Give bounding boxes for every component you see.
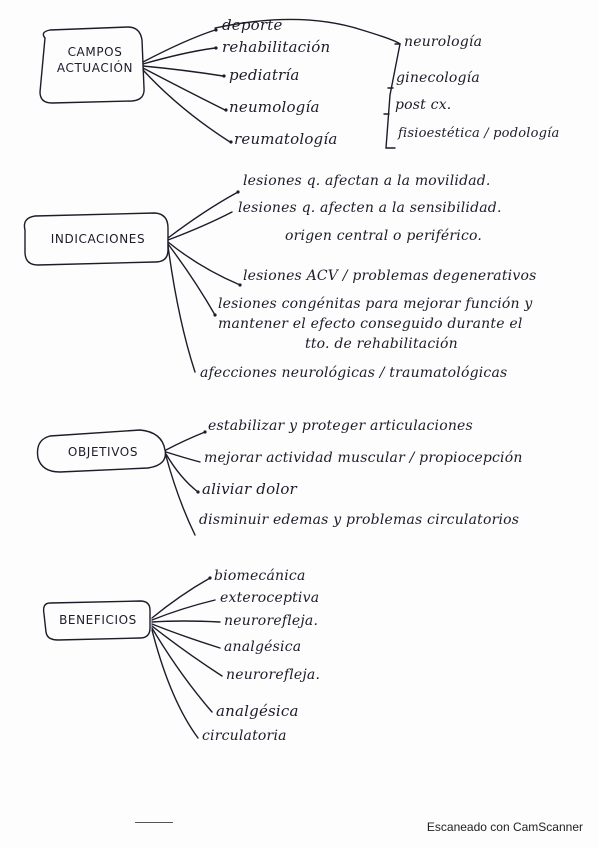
beneficios-branch-2 bbox=[151, 599, 216, 621]
beneficios-branch-4 bbox=[151, 623, 221, 649]
campos-heading-line-1: CAMPOS bbox=[67, 45, 123, 59]
indicaciones-item-1: lesiones q. afectan a la movilidad. bbox=[243, 173, 491, 189]
campos-item-3: pediatría bbox=[229, 66, 300, 84]
objetivos-heading: OBJETIVOS bbox=[42, 444, 164, 460]
beneficios-branch-5 bbox=[151, 625, 223, 677]
campos-sub-item-4: fisioestética / podología bbox=[398, 126, 560, 141]
campos-sub-bracket bbox=[385, 43, 401, 149]
objetivos-item-2: mejorar actividad muscular / propiocepci… bbox=[204, 450, 523, 466]
beneficios-branch-6 bbox=[151, 627, 213, 713]
indicaciones-item-5: lesiones congénitas para mejorar función… bbox=[218, 296, 533, 312]
campos-item-1: deporte bbox=[222, 16, 283, 34]
campos-sub-item-3: post cx. bbox=[395, 97, 452, 113]
beneficios-heading-outline bbox=[42, 600, 151, 641]
objetivos-branch-4 bbox=[165, 455, 196, 536]
campos-heading-line-2: ACTUACIÓN bbox=[56, 61, 134, 75]
beneficios-branch-7 bbox=[151, 629, 199, 739]
beneficios-heading: BENEFICIOS bbox=[46, 612, 150, 628]
objetivos-heading-outline bbox=[36, 429, 167, 473]
objetivos-item-1: estabilizar y proteger articulaciones bbox=[208, 418, 473, 434]
campos-item-2: rehabilitación bbox=[222, 38, 331, 56]
beneficios-item-7: circulatoria bbox=[202, 728, 287, 744]
campos-item-5: reumatología bbox=[234, 130, 338, 148]
indicaciones-item-6: mantener el efecto conseguido durante el bbox=[218, 316, 523, 332]
beneficios-branch-3 bbox=[151, 620, 221, 623]
campos-branch-1 bbox=[142, 29, 216, 63]
scanner-watermark: Escaneado con CamScanner bbox=[426, 820, 583, 834]
beneficios-item-2: exteroceptiva bbox=[220, 590, 320, 606]
indicaciones-item-4: lesiones ACV / problemas degenerativos bbox=[243, 268, 537, 284]
objetivos-branch-3 bbox=[165, 453, 199, 493]
campos-branch-5 bbox=[142, 69, 231, 143]
campos-heading: CAMPOS ACTUACIÓN bbox=[50, 44, 140, 76]
indicaciones-heading: INDICACIONES bbox=[28, 231, 168, 247]
campos-sub-item-2: ginecología bbox=[396, 70, 480, 86]
campos-item-4: neumología bbox=[229, 98, 320, 116]
beneficios-item-5: neurorefleja. bbox=[226, 667, 321, 683]
indicaciones-branch-5 bbox=[167, 245, 196, 373]
objetivos-heading-line-1: OBJETIVOS bbox=[67, 445, 139, 459]
campos-branch-3 bbox=[142, 65, 224, 77]
indicaciones-heading-line-1: INDICACIONES bbox=[50, 232, 146, 246]
indicaciones-item-3: origen central o periférico. bbox=[285, 228, 483, 244]
indicaciones-branch-1 bbox=[167, 191, 239, 239]
beneficios-item-4: analgésica bbox=[224, 639, 302, 655]
indicaciones-item-7: tto. de rehabilitación bbox=[305, 336, 458, 352]
beneficios-item-6: analgésica bbox=[216, 702, 299, 720]
indicaciones-branch-2 bbox=[167, 211, 233, 241]
indicaciones-item-8: afecciones neurológicas / traumatológica… bbox=[200, 365, 508, 381]
beneficios-branch-1 bbox=[151, 577, 211, 619]
objetivos-branch-1 bbox=[165, 431, 206, 451]
beneficios-item-3: neurorefleja. bbox=[224, 613, 319, 629]
objetivos-item-4: disminuir edemas y problemas circulatori… bbox=[199, 512, 520, 528]
objetivos-item-3: aliviar dolor bbox=[202, 480, 297, 498]
campos-sub-arc bbox=[214, 18, 401, 45]
campos-branch-4 bbox=[142, 67, 226, 111]
beneficios-item-1: biomecánica bbox=[214, 568, 306, 584]
indicaciones-branch-3 bbox=[167, 241, 241, 286]
campos-sub-item-1: neurología bbox=[404, 34, 483, 50]
objetivos-branch-2 bbox=[165, 451, 201, 463]
campos-heading-outline bbox=[39, 26, 145, 104]
campos-branch-2 bbox=[142, 47, 216, 65]
indicaciones-item-2: lesiones q. afecten a la sensibilidad. bbox=[238, 200, 502, 216]
footer-divider bbox=[135, 822, 173, 823]
beneficios-heading-line-1: BENEFICIOS bbox=[59, 613, 137, 627]
indicaciones-branch-4 bbox=[167, 243, 216, 316]
